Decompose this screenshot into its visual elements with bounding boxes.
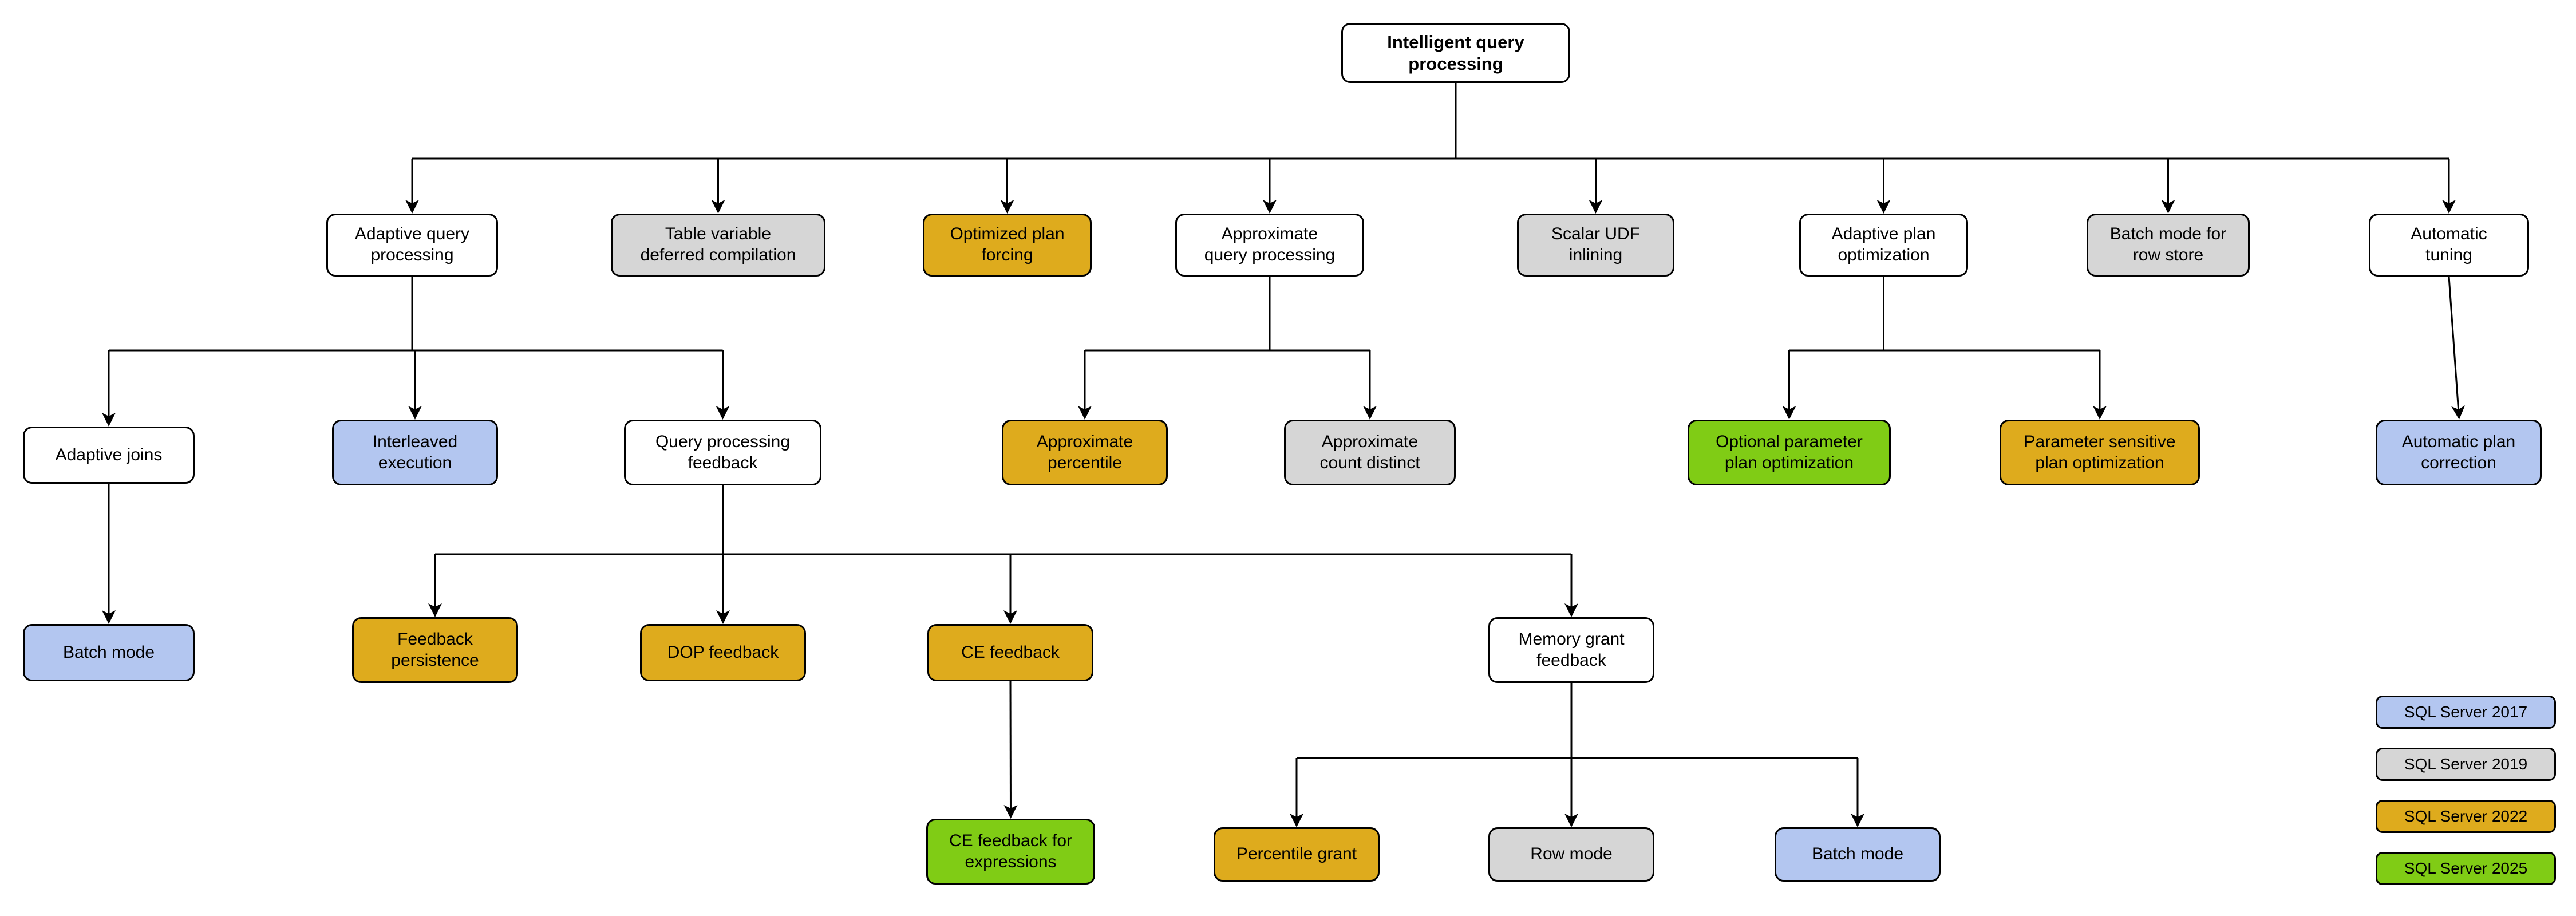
legend-item-sql-server-2017: SQL Server 2017 (2376, 696, 2556, 729)
node-cefb[interactable]: CE feedback (927, 624, 1093, 681)
legend-item-sql-server-2025: SQL Server 2025 (2376, 852, 2556, 885)
legend-item-sql-server-2019: SQL Server 2019 (2376, 748, 2556, 781)
node-rowmode[interactable]: Row mode (1488, 827, 1654, 882)
legend-item-sql-server-2022: SQL Server 2022 (2376, 800, 2556, 833)
node-dopfb[interactable]: DOP feedback (640, 624, 806, 681)
node-batchmode2[interactable]: Batch mode (1775, 827, 1941, 882)
node-ajoins[interactable]: Adaptive joins (23, 427, 195, 484)
node-batchmode1[interactable]: Batch mode (23, 624, 195, 681)
node-pctgrant[interactable]: Percentile grant (1214, 827, 1380, 882)
